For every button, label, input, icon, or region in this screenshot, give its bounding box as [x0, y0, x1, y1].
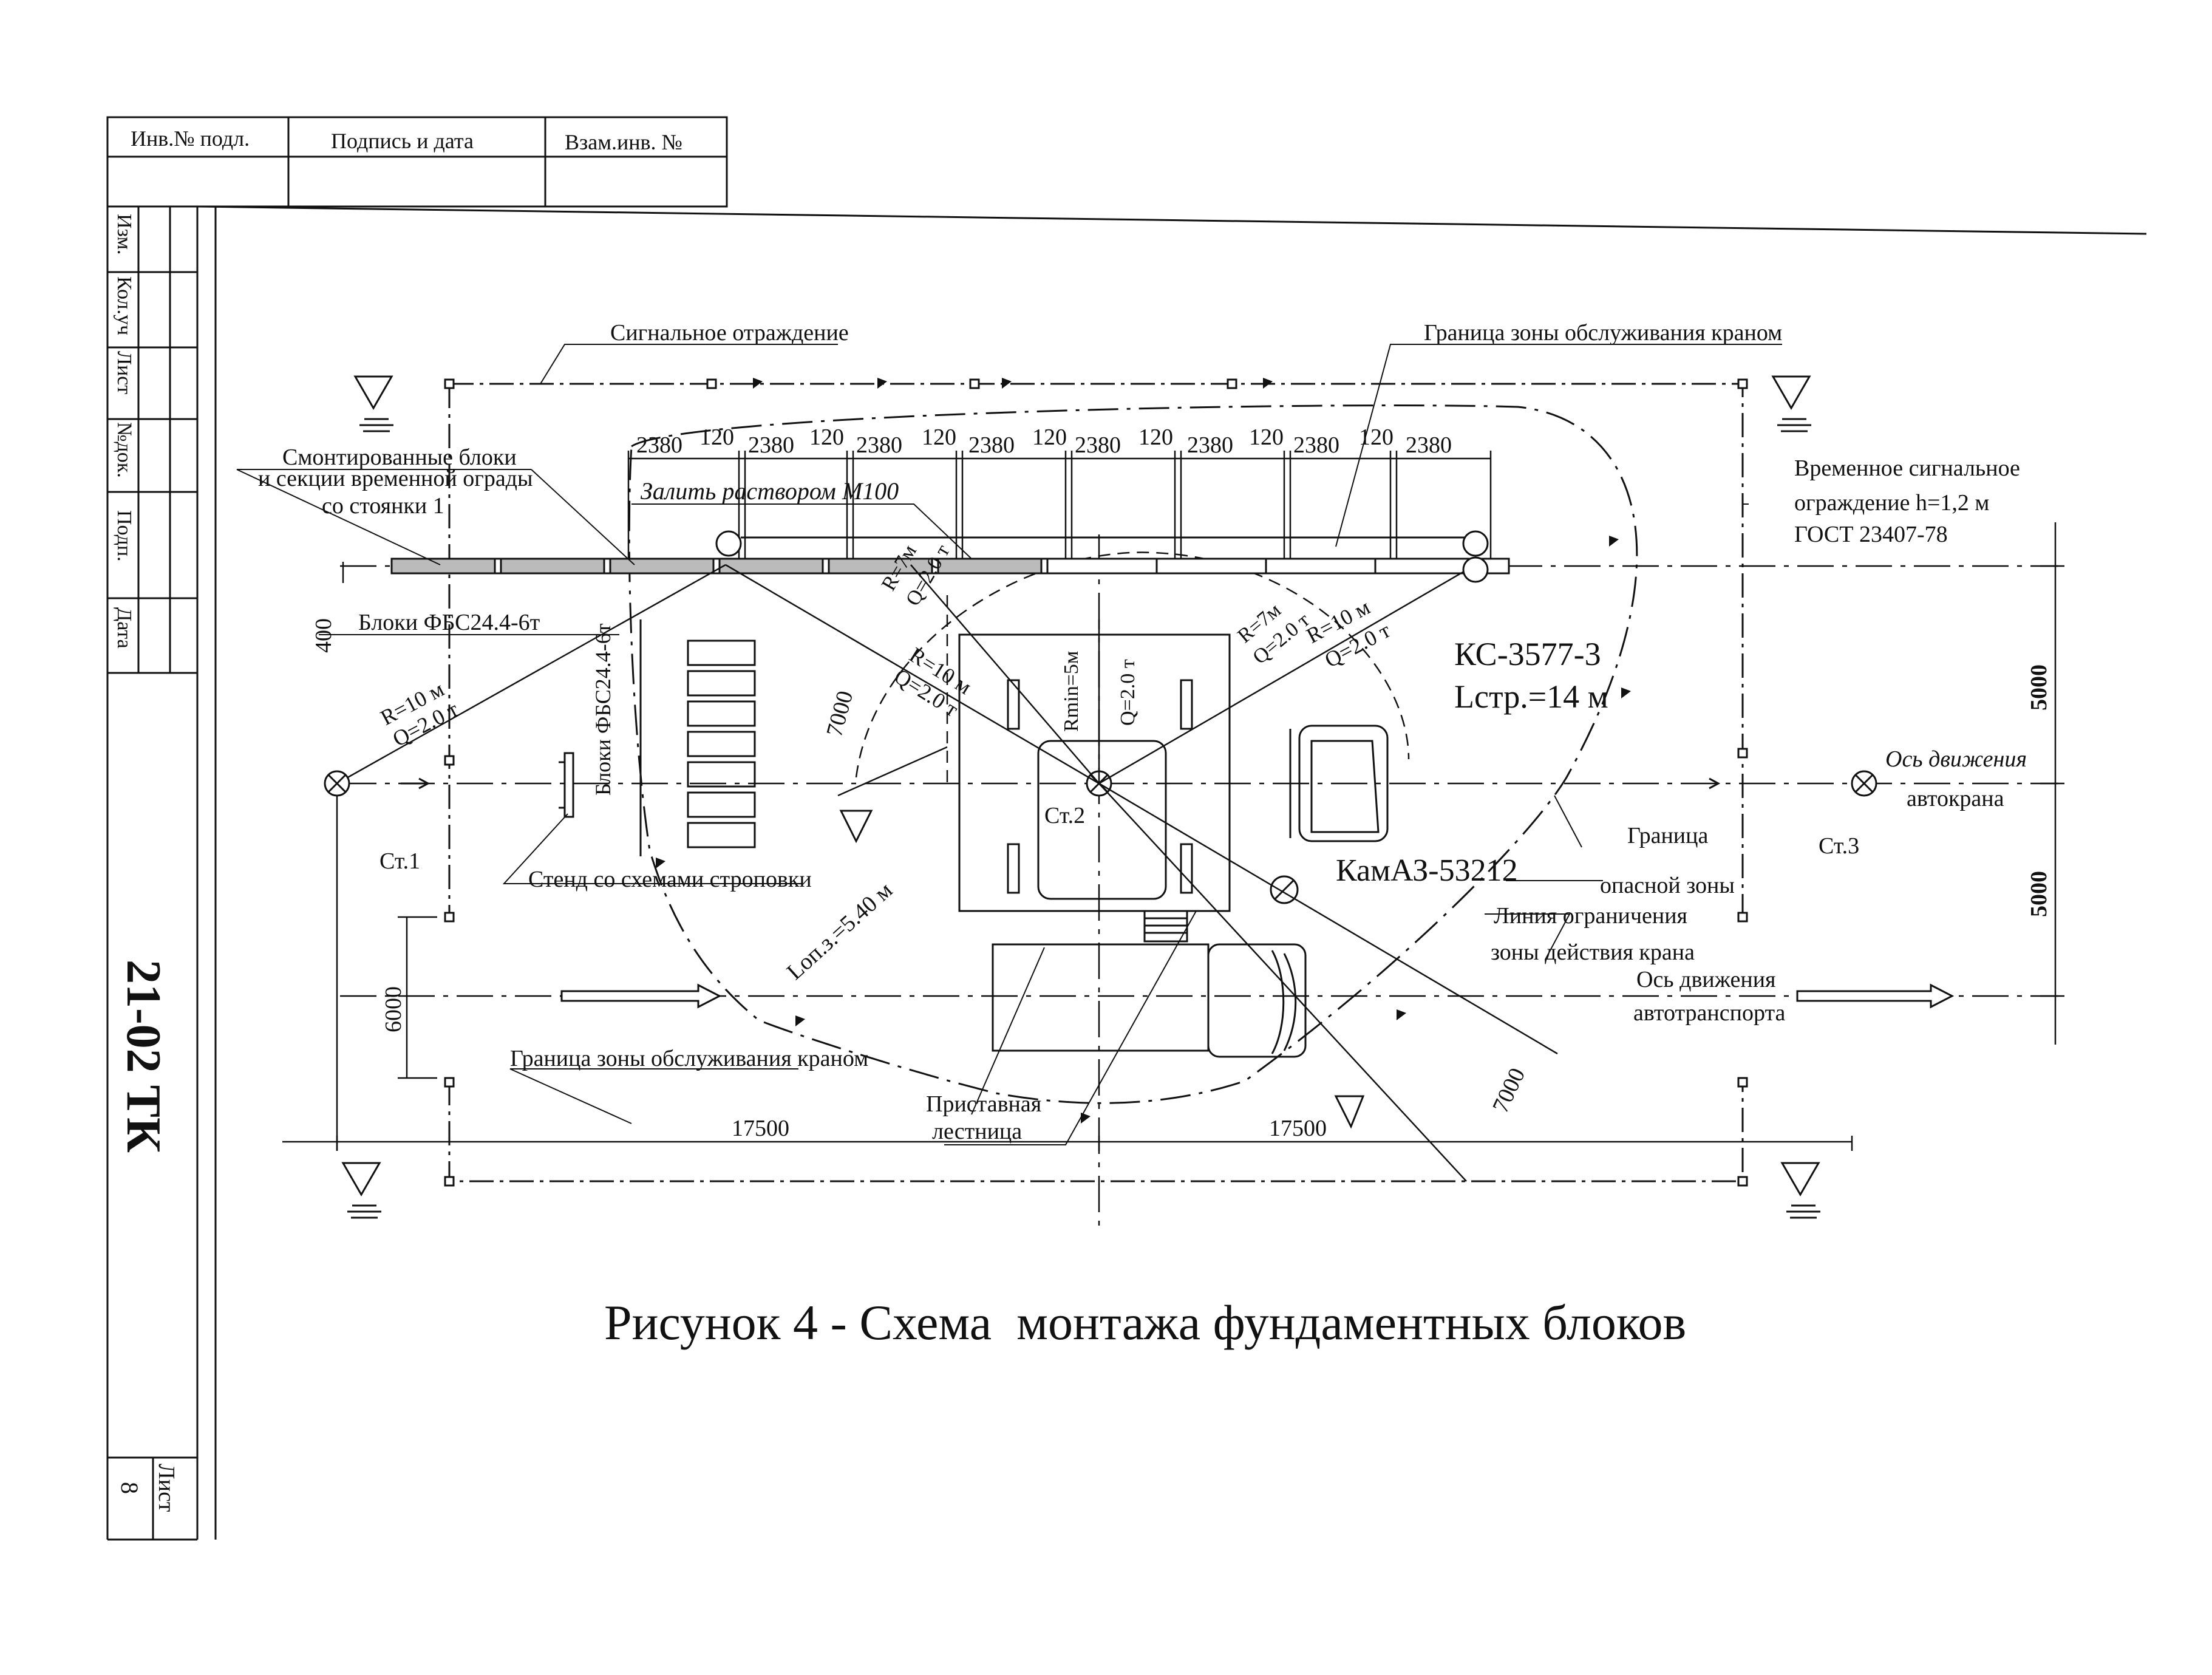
- dim-6000: 6000: [381, 986, 406, 1032]
- dim-2380: 2380: [968, 432, 1015, 458]
- block-storage-stack: [639, 619, 756, 856]
- label-crane-model: КС-3577-3: [1454, 636, 1601, 672]
- label-ladder-2: лестница: [932, 1119, 1022, 1144]
- label-mounted-blocks-1: Смонтированные блоки: [282, 445, 517, 470]
- flag-marker-icon: [656, 378, 1631, 1124]
- label-crane-axis-2: автокрана: [1907, 786, 2004, 811]
- label-st2: Ст.2: [1044, 803, 1085, 828]
- dim-2380: 2380: [1075, 432, 1121, 458]
- sheet-label: Лист: [154, 1464, 179, 1512]
- label-crane-axis-1: Ось движения: [1885, 746, 2027, 772]
- sheet-number: 8: [116, 1482, 143, 1494]
- dim-120: 120: [922, 425, 956, 450]
- dim-17500-left: 17500: [732, 1116, 789, 1141]
- danger-zone-arc: [855, 551, 1410, 778]
- truck-icon: [992, 875, 1307, 1058]
- label-limit-2: зоны действия крана: [1491, 940, 1695, 965]
- dim-2380: 2380: [856, 432, 902, 458]
- stamp-header-replace: Взам.инв. №: [565, 130, 682, 154]
- leader-lines: [236, 344, 1782, 1145]
- warning-sign-icon: [341, 375, 1820, 1219]
- dim-400: 400: [311, 618, 336, 653]
- dim-120: 120: [1032, 425, 1067, 450]
- dim-5000-bottom: 5000: [2026, 871, 2052, 917]
- dim-7000-right: 7000: [1488, 1064, 1530, 1117]
- stamp-frame: [106, 116, 2147, 1541]
- label-ladder-1: Приставная: [926, 1091, 1041, 1117]
- label-truck-axis-2: автотранспорта: [1633, 1000, 1786, 1026]
- axis-arrows: [401, 777, 1955, 1009]
- label-limit-1: Линия ограничения: [1494, 903, 1687, 929]
- column-axis-icon: [324, 530, 1877, 797]
- label-danger-2: опасной зоны: [1600, 873, 1735, 898]
- stamp-side-izm: Изм.: [113, 214, 135, 255]
- dim-120: 120: [809, 425, 844, 450]
- crane-service-zone: [628, 404, 1638, 1104]
- dim-2380: 2380: [636, 432, 682, 458]
- label-st3: Ст.3: [1819, 833, 1859, 859]
- label-danger-1: Граница: [1627, 823, 1708, 848]
- label-mortar: Залить раствором М100: [641, 477, 899, 505]
- label-blocks-fbs-vertical: Блоки ФБС24.4-6т: [591, 623, 615, 796]
- label-q-center: Q=2.0 т: [1117, 659, 1139, 726]
- label-mounted-blocks-2: и секции временной ограды: [258, 466, 533, 491]
- doc-code: 21-02 ТК: [117, 960, 170, 1153]
- label-signal-fence: Сигнальное отраждение: [610, 320, 849, 346]
- dim-120: 120: [1359, 425, 1394, 450]
- dim-2380: 2380: [1187, 432, 1233, 458]
- dim-2380: 2380: [1293, 432, 1339, 458]
- stand-icon: [559, 752, 574, 818]
- dim-120: 120: [1249, 425, 1284, 450]
- fence-posts: [444, 378, 1748, 1187]
- stamp-header-inv: Инв.№ подл.: [131, 126, 250, 151]
- label-temp-fence-2: ограждение h=1,2 м: [1794, 490, 1989, 516]
- label-truck-axis-1: Ось движения: [1636, 967, 1776, 992]
- dim-2380: 2380: [1406, 432, 1452, 458]
- axis-lines: [340, 534, 2058, 1233]
- stamp-side-data: Дата: [113, 607, 135, 649]
- label-temp-fence-3: ГОСТ 23407-78: [1794, 522, 1948, 547]
- label-mounted-blocks-3: со стоянки 1: [322, 493, 444, 519]
- dim-2380: 2380: [748, 432, 794, 458]
- crane-icon: [958, 633, 1389, 912]
- figure-caption: Рисунок 4 - Схема монтажа фундаментных б…: [604, 1295, 1686, 1350]
- dim-5000-top: 5000: [2026, 664, 2052, 711]
- dim-120: 120: [1138, 425, 1173, 450]
- label-st1: Ст.1: [379, 848, 420, 874]
- stamp-side-list: Лист: [113, 351, 135, 394]
- label-kamaz: КамАЗ-53212: [1336, 853, 1518, 888]
- dim-120: 120: [699, 425, 734, 450]
- stamp-side-kol: Кол.уч: [113, 276, 135, 335]
- stamp-side-ndok: №док.: [113, 422, 135, 478]
- stamp-side-podp: Подп.: [113, 510, 135, 562]
- label-blocks-fbs: Блоки ФБС24.4-6т: [358, 610, 540, 635]
- label-temp-fence-1: Временное сигнальное: [1794, 455, 2020, 481]
- dim-17500-right: 17500: [1269, 1116, 1327, 1141]
- label-crane-zone-top: Граница зоны обслуживания краном: [1424, 320, 1782, 346]
- label-crane-zone-bottom: Граница зоны обслуживания краном: [510, 1046, 868, 1071]
- foundation-block-row: [390, 536, 1510, 575]
- label-crane-boom: Lстр.=14 м: [1454, 678, 1608, 715]
- dimension-lines: [282, 451, 2064, 1151]
- dim-7000-left: 7000: [822, 688, 858, 739]
- radius-lines: [336, 564, 1558, 1182]
- label-stand: Стенд со схемами строповки: [528, 867, 812, 892]
- label-lop: Lоп.з.=5.40 м: [782, 878, 897, 985]
- block-dimension-chain: 2380 120 2380 120 2380 120 2380 120 2380…: [636, 425, 1452, 458]
- stamp-header-sign: Подпись и дата: [331, 129, 474, 153]
- label-rmin: Rmin=5м: [1060, 651, 1083, 732]
